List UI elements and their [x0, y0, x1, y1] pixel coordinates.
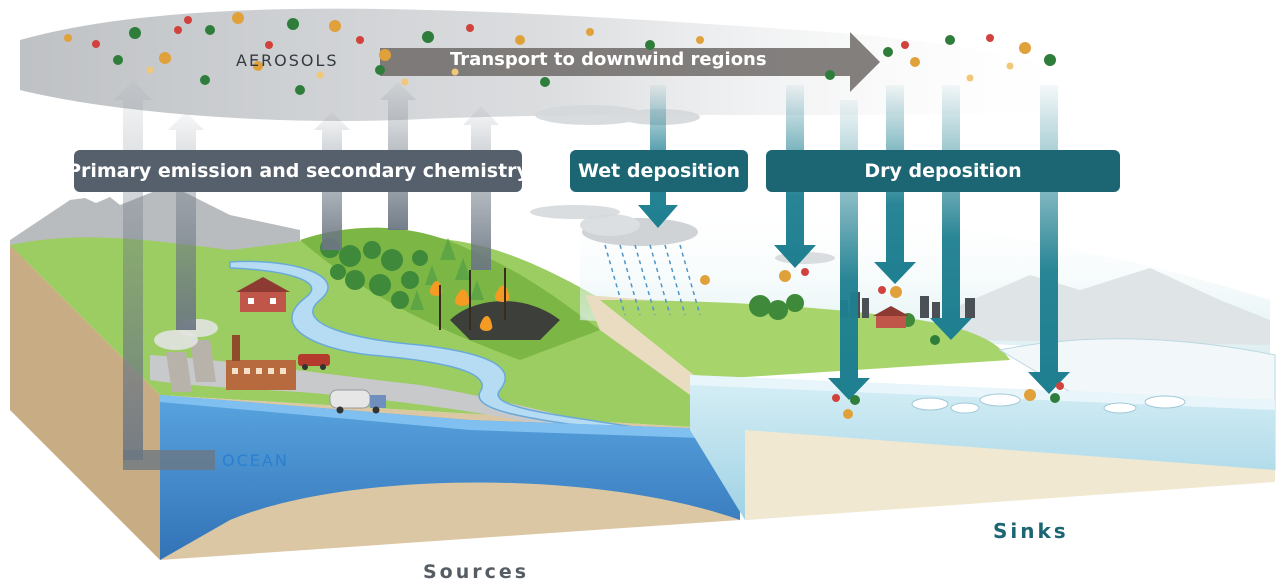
aerosols-label: AEROSOLS [236, 51, 339, 70]
sea-ice-icon [911, 393, 1186, 414]
car-icon [298, 354, 330, 370]
transport-label: Transport to downwind regions [450, 49, 767, 70]
ocean [160, 395, 740, 560]
ocean-label: OCEAN [222, 451, 289, 470]
rain-cloud-icon [580, 214, 701, 316]
factory-icon [226, 335, 296, 390]
wildfire-icon [429, 268, 560, 340]
wet-deposition-banner: Wet deposition [570, 150, 748, 192]
primary-emission-banner: Primary emission and secondary chemistry [67, 150, 529, 192]
truck-icon [329, 389, 386, 414]
sources-label: Sources [423, 561, 530, 583]
house-icon [873, 306, 909, 328]
house-icon [236, 277, 290, 312]
sinks-label: Sinks [993, 519, 1069, 543]
dry-deposition-banner: Dry deposition [766, 150, 1120, 192]
aerosol-particle-icon [64, 12, 1064, 419]
transport-arrow [380, 32, 880, 92]
power-plant-icon [154, 319, 218, 392]
